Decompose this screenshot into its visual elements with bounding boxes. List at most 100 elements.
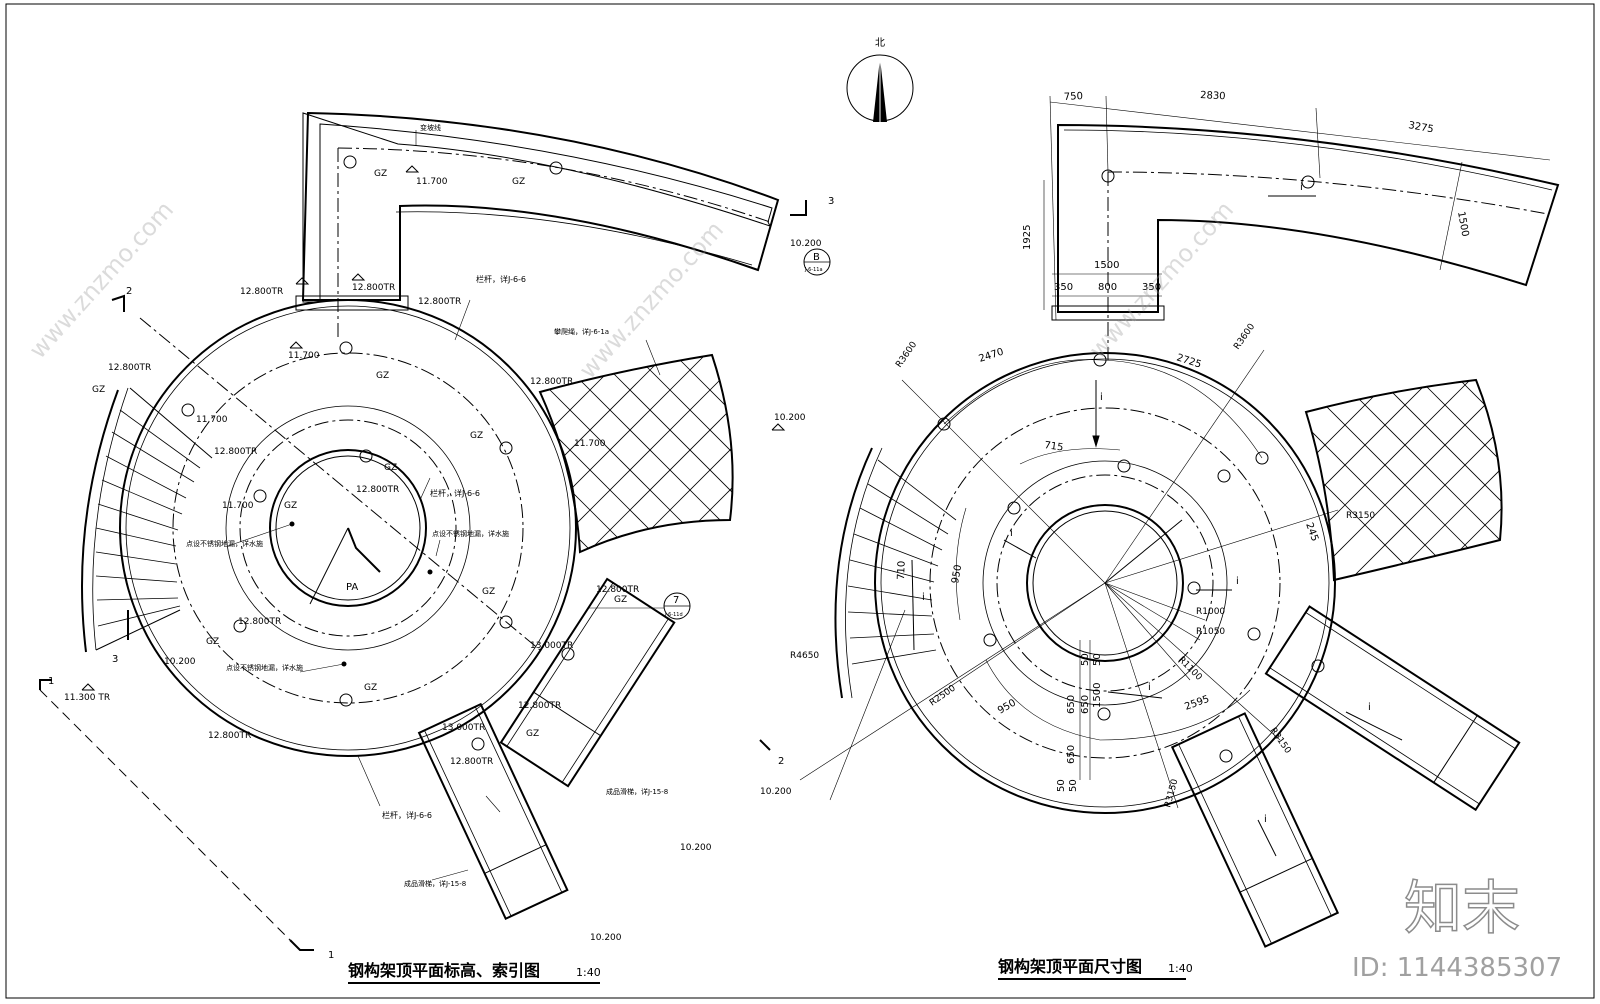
left-notes: 变坡线 栏杆，详J-6-6 栏杆，详J-6-6 栏杆，详J-6-6 攀爬绳，详J… [186,123,668,888]
svg-text:1: 1 [328,950,334,961]
svg-text:R4650: R4650 [790,651,819,661]
svg-text:i: i [922,592,925,603]
svg-text:13.000TR: 13.000TR [442,723,485,733]
svg-text:i: i [1300,182,1303,193]
watermark: www.znzmo.com www.znzmo.com www.znzmo.co… [24,196,1562,983]
svg-text:245: 245 [1303,521,1320,543]
index-circle-7: 7 J-6-11d [663,592,691,620]
svg-text:715: 715 [1044,440,1064,454]
svg-text:攀爬绳，详J-6-1a: 攀爬绳，详J-6-1a [554,327,609,336]
svg-text:R3600: R3600 [1232,322,1257,352]
svg-text:GZ: GZ [206,637,219,647]
svg-text:栏杆，详J-6-6: 栏杆，详J-6-6 [476,274,526,284]
svg-text:11.700: 11.700 [196,415,228,425]
svg-text:GZ: GZ [374,169,387,179]
svg-text:2: 2 [778,756,784,767]
svg-text:650: 650 [1066,695,1077,714]
right-title-block: 钢构架顶平面尺寸图 1:40 [998,957,1193,980]
svg-text:2470: 2470 [978,347,1006,365]
svg-text:1: 1 [48,676,54,687]
svg-text:11.700: 11.700 [416,177,448,187]
right-plan-title: 钢构架顶平面尺寸图 [998,957,1142,976]
svg-text:750: 750 [1064,91,1084,103]
svg-text:650: 650 [1080,695,1091,714]
svg-text:栏杆，详J-6-6: 栏杆，详J-6-6 [430,488,480,498]
svg-text:J-6-11d: J-6-11d [664,612,683,618]
svg-text:3: 3 [112,654,118,665]
right-dimensions: 750 2830 3275 1925 1500 350 800 350 1500… [896,90,1470,792]
svg-text:成品滑梯，详J-15-8: 成品滑梯，详J-15-8 [404,879,466,888]
svg-text:1500: 1500 [1094,260,1119,271]
svg-text:i: i [1100,392,1103,403]
svg-text:7: 7 [673,595,679,606]
svg-text:3: 3 [828,196,834,207]
svg-text:12.800TR: 12.800TR [240,287,283,297]
svg-text:栏杆，详J-6-6: 栏杆，详J-6-6 [382,810,432,820]
svg-text:12.800TR: 12.800TR [214,447,257,457]
svg-text:R3150: R3150 [1163,778,1180,809]
svg-text:点设不锈钢地漏，详水施: 点设不锈钢地漏，详水施 [186,539,263,548]
svg-text:GZ: GZ [92,385,105,395]
svg-text:10.200: 10.200 [164,657,196,667]
svg-text:710: 710 [896,561,908,580]
north-arrow-icon: 北 [846,37,914,122]
svg-text:10.200: 10.200 [680,843,712,853]
svg-text:GZ: GZ [364,683,377,693]
brand-watermark: 知末 [1404,874,1520,942]
svg-text:GZ: GZ [512,177,525,187]
svg-text:2595: 2595 [1183,694,1211,713]
svg-text:i: i [1010,528,1013,539]
svg-text:12.800TR: 12.800TR [418,297,461,307]
svg-text:J-6-11a: J-6-11a [804,267,823,273]
svg-text:50: 50 [1068,779,1079,792]
svg-text:1500: 1500 [1455,211,1470,238]
right-radii: R3600 R3600 R3150 R1000 R1050 R1100 R465… [790,322,1375,809]
svg-text:R3600: R3600 [894,340,919,370]
svg-text:11.700: 11.700 [288,351,320,361]
svg-text:12.800TR: 12.800TR [238,617,281,627]
svg-text:13.000TR: 13.000TR [530,641,573,651]
svg-text:12.800TR: 12.800TR [108,363,151,373]
left-title-block: 钢构架顶平面标高、索引图 1:40 [348,961,601,984]
right-plan [799,95,1560,948]
svg-text:350: 350 [1142,282,1161,293]
svg-text:11.300 TR: 11.300 TR [64,693,110,703]
svg-text:GZ: GZ [526,729,539,739]
svg-text:GZ: GZ [470,431,483,441]
svg-text:10.200: 10.200 [760,787,792,797]
svg-text:950: 950 [996,698,1018,717]
svg-text:1500: 1500 [1092,683,1103,708]
id-watermark: ID: 1144385307 [1352,953,1562,983]
svg-text:GZ: GZ [482,587,495,597]
left-plan-title: 钢构架顶平面标高、索引图 [348,961,540,980]
north-label: 北 [875,37,885,49]
svg-text:12.800TR: 12.800TR [352,283,395,293]
svg-text:11.700: 11.700 [222,501,254,511]
svg-text:11.700: 11.700 [574,439,606,449]
right-slope-labels: i i i i i i i i [922,182,1371,825]
svg-text:12.800TR: 12.800TR [596,585,639,595]
svg-text:B: B [813,252,820,263]
svg-text:i: i [1264,814,1267,825]
svg-text:12.800TR: 12.800TR [208,731,251,741]
site-watermark-2: www.znzmo.com [574,216,729,384]
left-plan-scale: 1:40 [576,966,601,979]
section-mark-labels: 1 1 2 2 3 3 [48,196,834,961]
svg-text:1925: 1925 [1022,225,1033,250]
svg-text:12.800TR: 12.800TR [356,485,399,495]
site-watermark: www.znzmo.com [24,196,179,364]
svg-text:3275: 3275 [1407,120,1434,135]
svg-text:GZ: GZ [284,501,297,511]
right-plan-scale: 1:40 [1168,962,1193,975]
svg-text:50: 50 [1092,653,1103,666]
svg-text:R1050: R1050 [1196,627,1225,637]
svg-text:12.800TR: 12.800TR [518,701,561,711]
svg-text:i: i [1368,702,1371,713]
svg-text:i: i [1148,682,1151,693]
svg-text:12.800TR: 12.800TR [450,757,493,767]
svg-text:GZ: GZ [376,371,389,381]
index-circle-b: B J-6-11a [803,248,831,276]
svg-text:10.200: 10.200 [774,413,806,423]
left-plan: B J-6-11a 7 J-6-11d [39,111,831,951]
